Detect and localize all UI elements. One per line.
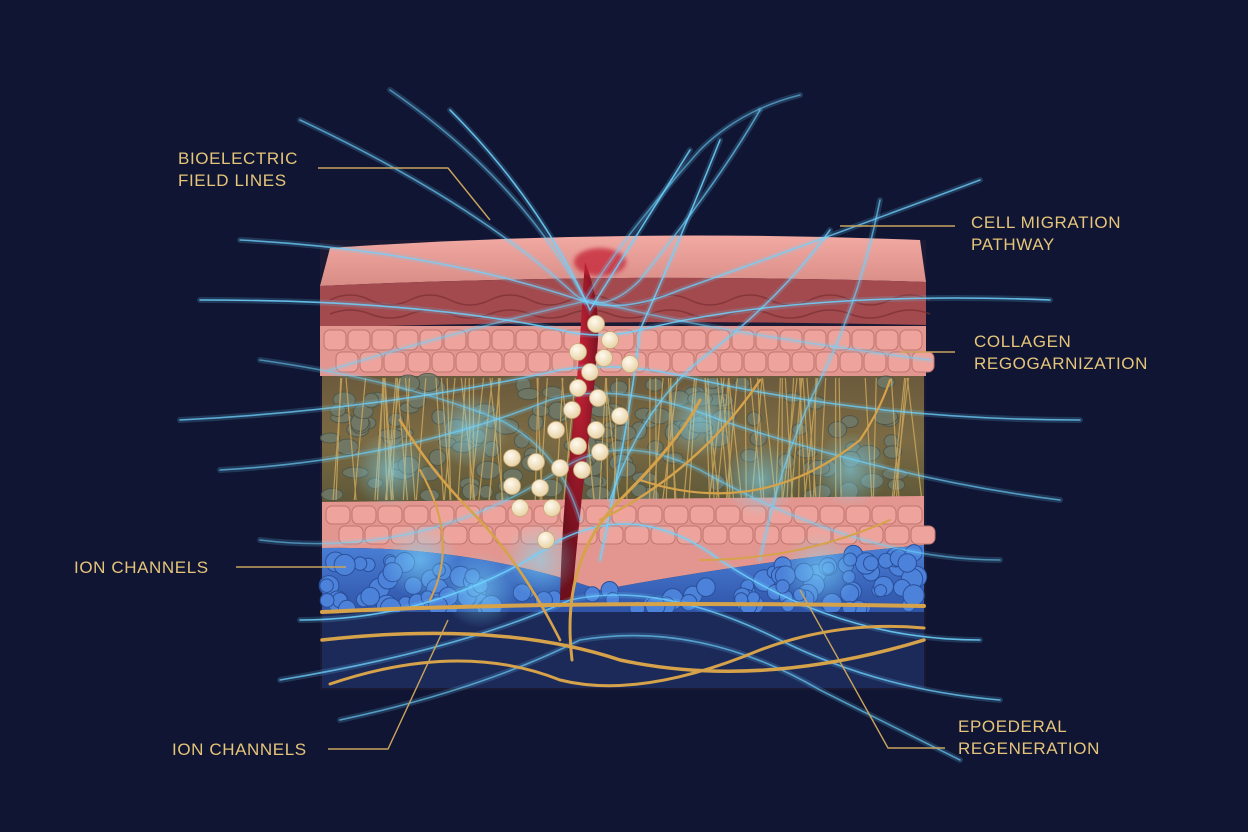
- label-ion-channels-lower: ION CHANNELS: [172, 739, 307, 761]
- keratinocyte-cell: [432, 352, 454, 372]
- keratinocyte-cell: [516, 330, 538, 350]
- basal-cell: [729, 526, 753, 544]
- migrating-cell: [588, 422, 605, 439]
- keratinocyte-cell: [372, 330, 394, 350]
- migrating-cell: [596, 350, 613, 367]
- dermal-cell: [645, 378, 663, 391]
- keratinocyte-cell: [684, 330, 706, 350]
- basal-cell: [898, 506, 922, 524]
- blue-cell: [361, 587, 380, 606]
- label-bioelectric-field-lines: BIOELECTRIC FIELD LINES: [178, 148, 298, 192]
- label-ion-channels-lower-text: ION CHANNELS: [172, 739, 307, 761]
- keratinocyte-cell: [900, 330, 922, 350]
- basal-cell: [703, 526, 727, 544]
- migrating-cell: [532, 480, 549, 497]
- blue-cell: [334, 554, 355, 575]
- label-ion-channels-upper: ION CHANNELS: [74, 557, 209, 579]
- blue-cell: [875, 585, 887, 597]
- dermal-cell: [518, 388, 540, 399]
- label-epoederal-regeneration: EPOEDERAL REGENERATION: [958, 716, 1100, 760]
- label-collagen-line2: REGOGARNIZATION: [974, 353, 1148, 375]
- keratinocyte-cell: [348, 330, 370, 350]
- label-cell-migration-line1: CELL MIGRATION: [971, 212, 1121, 234]
- migrating-cell: [612, 408, 629, 425]
- keratinocyte-cell: [492, 330, 514, 350]
- migrating-cell: [552, 460, 569, 477]
- label-epoederal-line1: EPOEDERAL: [958, 716, 1100, 738]
- blue-cell: [903, 585, 924, 606]
- migrating-cell: [504, 450, 521, 467]
- migrating-cell: [564, 402, 581, 419]
- label-ion-channels-upper-text: ION CHANNELS: [74, 557, 209, 579]
- basal-cell: [404, 506, 428, 524]
- blue-cell: [864, 556, 879, 571]
- keratinocyte-cell: [744, 352, 766, 372]
- basal-cell: [352, 506, 376, 524]
- keratinocyte-cell: [504, 352, 526, 372]
- migrating-cell: [570, 344, 587, 361]
- keratinocyte-cell: [324, 330, 346, 350]
- keratinocyte-cell: [408, 352, 430, 372]
- migrating-cell: [512, 500, 529, 517]
- dermal-cell: [586, 487, 611, 500]
- keratinocyte-cell: [468, 330, 490, 350]
- basal-cell: [820, 506, 844, 524]
- migrating-cell: [590, 390, 607, 407]
- migrating-cell: [582, 364, 599, 381]
- keratinocyte-cell: [768, 352, 790, 372]
- basal-cell: [872, 506, 896, 524]
- basal-cell: [664, 506, 688, 524]
- basal-cell: [911, 526, 935, 544]
- migrating-cell: [548, 422, 565, 439]
- migrating-cell: [504, 478, 521, 495]
- keratinocyte-cell: [540, 330, 562, 350]
- migrating-cell: [570, 380, 587, 397]
- label-cell-migration-line2: PATHWAY: [971, 234, 1121, 256]
- label-collagen-line1: COLLAGEN: [974, 331, 1148, 353]
- migrating-cell: [570, 438, 587, 455]
- migrating-cell: [588, 316, 605, 333]
- migrating-cell: [622, 356, 639, 373]
- migrating-cell: [574, 462, 591, 479]
- keratinocyte-cell: [792, 352, 814, 372]
- blue-cell: [697, 578, 716, 597]
- basal-cell: [690, 506, 714, 524]
- basal-cell: [885, 526, 909, 544]
- basal-cell: [326, 506, 350, 524]
- migrating-cell: [528, 454, 545, 471]
- keratinocyte-cell: [480, 352, 502, 372]
- basal-cell: [378, 506, 402, 524]
- ion-glow: [812, 432, 888, 508]
- ion-glow: [782, 532, 858, 608]
- keratinocyte-cell: [840, 352, 862, 372]
- blue-cell: [320, 579, 333, 592]
- label-bioelectric-line2: FIELD LINES: [178, 170, 298, 192]
- label-cell-migration-pathway: CELL MIGRATION PATHWAY: [971, 212, 1121, 256]
- migrating-cell: [544, 500, 561, 517]
- dermal-cell: [321, 489, 342, 501]
- migrating-cell: [538, 532, 555, 549]
- keratinocyte-cell: [528, 352, 550, 372]
- label-epoederal-line2: REGENERATION: [958, 738, 1100, 760]
- basal-cell: [638, 506, 662, 524]
- basal-cell: [846, 506, 870, 524]
- keratinocyte-cell: [660, 330, 682, 350]
- blue-cell: [898, 554, 916, 572]
- label-collagen-reorganization: COLLAGEN REGOGARNIZATION: [974, 331, 1148, 375]
- migrating-cell: [592, 444, 609, 461]
- keratinocyte-cell: [720, 352, 742, 372]
- migrating-cell: [602, 332, 619, 349]
- keratinocyte-cell: [876, 330, 898, 350]
- keratinocyte-cell: [456, 352, 478, 372]
- label-bioelectric-line1: BIOELECTRIC: [178, 148, 298, 170]
- basal-cell: [469, 526, 493, 544]
- blue-cell: [320, 593, 334, 607]
